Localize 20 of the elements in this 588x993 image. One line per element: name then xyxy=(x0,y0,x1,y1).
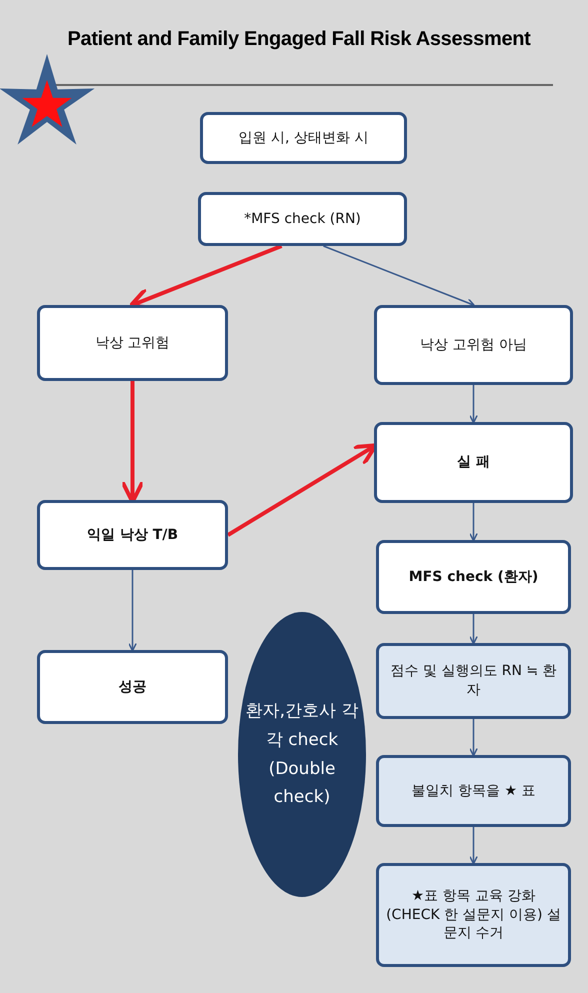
title: Patient and Family Engaged Fall Risk Assessment xyxy=(66,28,532,51)
arrow xyxy=(128,570,137,652)
arrow xyxy=(323,245,475,307)
process-box: 입원 시, 상태변화 시 xyxy=(200,112,407,164)
note-ellipse: 환자,간호사 각각 check (Double check) xyxy=(238,612,366,897)
process-box: 불일치 항목을 ★ 표 xyxy=(376,755,571,827)
process-box: 낙상 고위험 아님 xyxy=(374,305,573,385)
process-box: 점수 및 실행의도 RN ≒ 환자 xyxy=(376,643,571,719)
process-box: 성공 xyxy=(37,650,228,724)
arrow xyxy=(469,827,478,864)
process-box: ★표 항목 교육 강화 (CHECK 한 설문지 이용) 설문지 수거 xyxy=(376,863,571,967)
process-box: *MFS check (RN) xyxy=(198,192,407,246)
arrow xyxy=(469,614,478,644)
arrow xyxy=(469,719,478,756)
arrow xyxy=(469,503,478,542)
process-box: 익일 낙상 T/B xyxy=(37,500,228,570)
process-box: MFS check (환자) xyxy=(376,540,571,614)
process-box: 실 패 xyxy=(374,422,573,503)
process-box: 낙상 고위험 xyxy=(37,305,228,381)
arrow xyxy=(469,385,478,424)
